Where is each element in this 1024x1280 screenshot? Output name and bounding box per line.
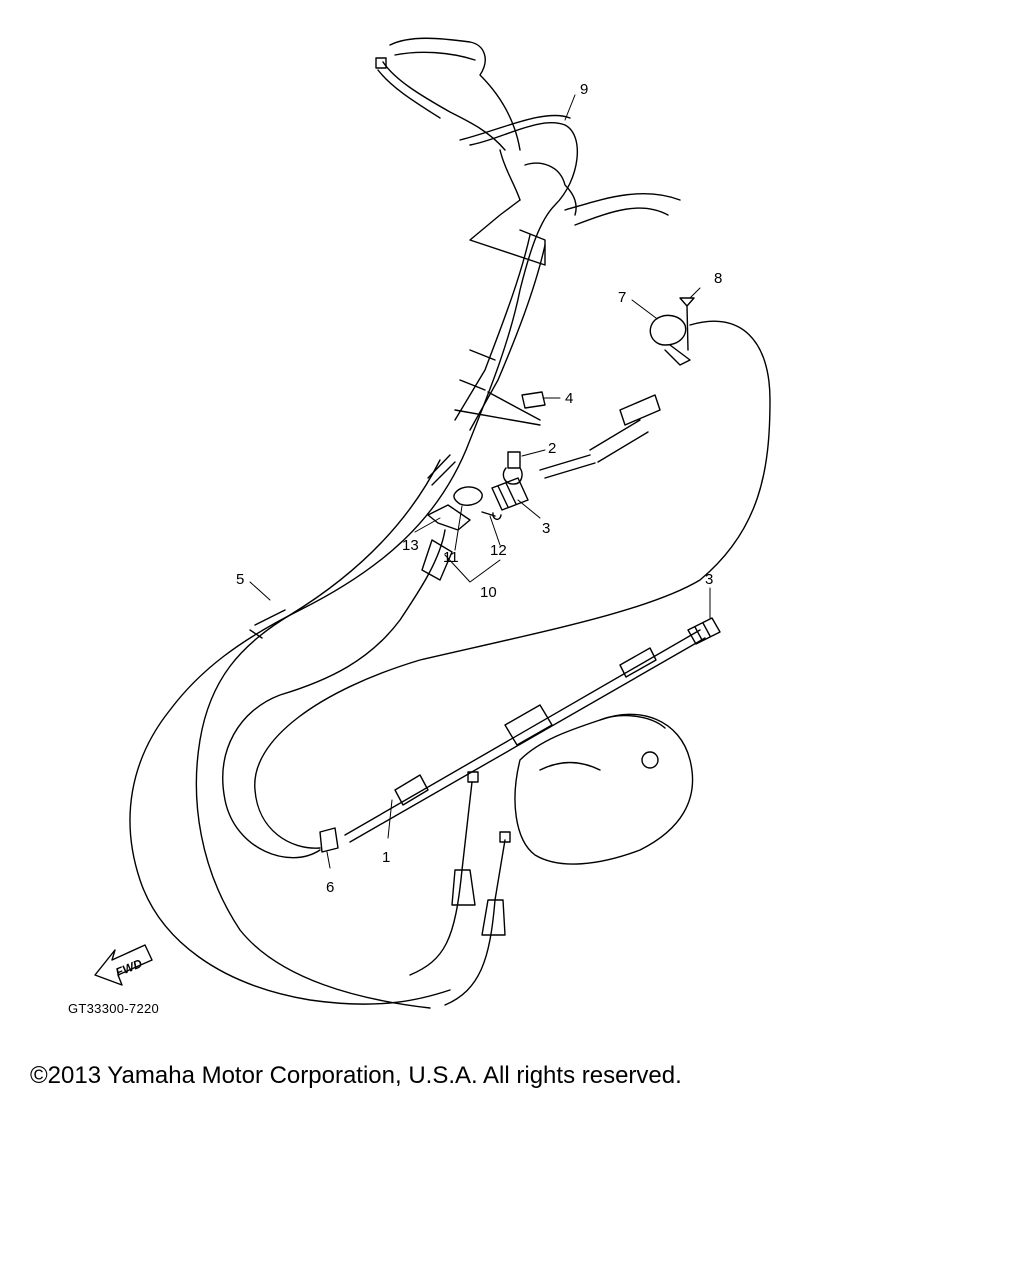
cable-10 [222, 529, 446, 859]
choke-cable [195, 459, 441, 1009]
copyright-notice: ©2013 Yamaha Motor Corporation, U.S.A. A… [30, 1062, 682, 1089]
carb-cable-a [409, 781, 473, 976]
main-cable [344, 629, 701, 836]
leader-lines [249, 94, 711, 869]
part-2-bolt [502, 451, 523, 485]
part-label-10: 10 [480, 584, 497, 601]
fwd-arrow-label: FWD [114, 956, 145, 979]
part-4-nut [521, 391, 546, 409]
part-label-9: 9 [580, 81, 588, 98]
part-label-4: 4 [565, 390, 573, 407]
part-13-bracket [427, 504, 471, 531]
part-label-1: 1 [382, 849, 390, 866]
part-label-13: 13 [402, 537, 419, 554]
part-8-screw [679, 297, 695, 351]
diagram-reference: GT33300-7220 [68, 1001, 159, 1016]
part-label-12: 12 [490, 542, 507, 559]
part-3-boot-lower [687, 617, 721, 645]
part-11-cap [453, 486, 483, 506]
handlebar-assembly [375, 37, 681, 431]
part-label-3-upper: 3 [542, 520, 550, 537]
part-label-6: 6 [326, 879, 334, 896]
part-label-8: 8 [714, 270, 722, 287]
part-6-sleeve [319, 827, 339, 853]
part-label-11: 11 [443, 549, 459, 566]
carb-cable-b [444, 839, 506, 1006]
part-label-5: 5 [236, 571, 244, 588]
part-label-2: 2 [548, 440, 556, 457]
part-12-screw [481, 511, 502, 520]
part-3-boot-upper [491, 477, 529, 511]
carburetor [514, 713, 694, 865]
adjuster-fitting [539, 394, 661, 479]
long-cable [254, 320, 771, 849]
part-7-clamp [649, 314, 691, 366]
throttle-cable [129, 121, 578, 1005]
part-label-3-lower: 3 [705, 571, 713, 588]
fwd-arrow-icon [94, 944, 153, 986]
part-label-7: 7 [618, 289, 626, 306]
